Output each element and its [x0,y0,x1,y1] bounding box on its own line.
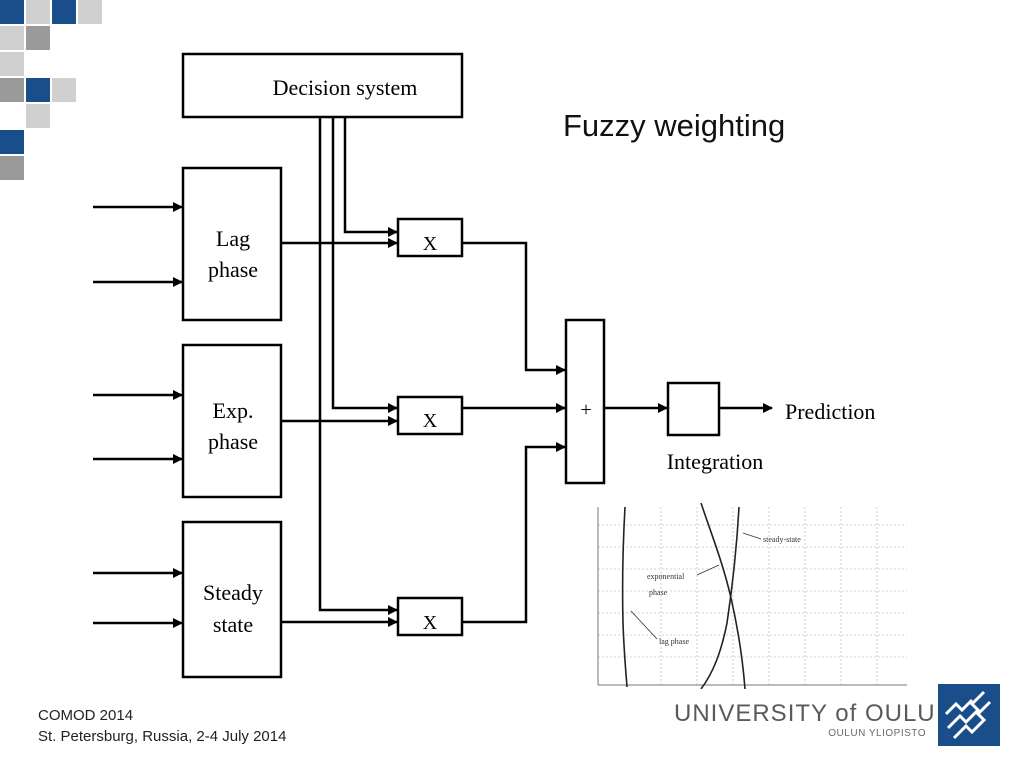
steady-state-label-2: state [213,612,253,637]
growth-phase-inset-plot: steady-state exponential phase lag phase [593,503,909,689]
connector [318,117,398,615]
lag-phase-label-1: Lag [216,226,250,251]
exp-phase-label-1: Exp. [213,398,254,423]
block-diagram: Decision system Lag phase Exp. phase Ste… [93,52,875,679]
footer-location: St. Petersburg, Russia, 2-4 July 2014 [38,728,287,745]
exp-phase-box [181,343,283,499]
slide-title: Fuzzy weighting [563,108,786,143]
steady-state-curve [700,506,740,689]
lag-phase-box [181,166,283,322]
university-logo-icon [938,684,1000,746]
lag-phase-curve [621,506,628,688]
university-subtitle: OULUN YLIOPISTO [828,728,926,739]
connector [331,117,398,413]
connector [462,241,566,375]
connector [343,117,398,237]
inset-steady-state-label: steady-state [763,535,801,544]
multiplier-box-1 [396,217,464,258]
multiplier-label-3: X [423,612,438,634]
inset-lag-phase-label: lag phase [659,637,689,646]
multiplier-box-3 [396,596,464,637]
steady-state-label-1: Steady [203,580,263,605]
corner-squares-decoration [0,0,102,180]
integration-box [666,381,721,437]
decision-system-box [181,52,464,119]
inset-exponential-label: exponential [647,572,685,581]
multiplier-box-2 [396,395,464,436]
sum-label: + [580,399,591,421]
sum-box [564,318,606,485]
university-name: UNIVERSITY of OULU [674,700,936,727]
steady-state-box [181,520,283,679]
multiplier-label-2: X [423,410,438,432]
multiplier-label-1: X [423,233,438,255]
inset-phase-label: phase [649,588,668,597]
decision-system-label: Decision system [273,75,418,100]
connector [462,442,566,624]
lag-phase-label-2: phase [208,257,258,282]
prediction-label: Prediction [785,399,875,424]
integration-label: Integration [667,449,764,474]
footer-event: COMOD 2014 [38,707,134,724]
exp-phase-label-2: phase [208,429,258,454]
